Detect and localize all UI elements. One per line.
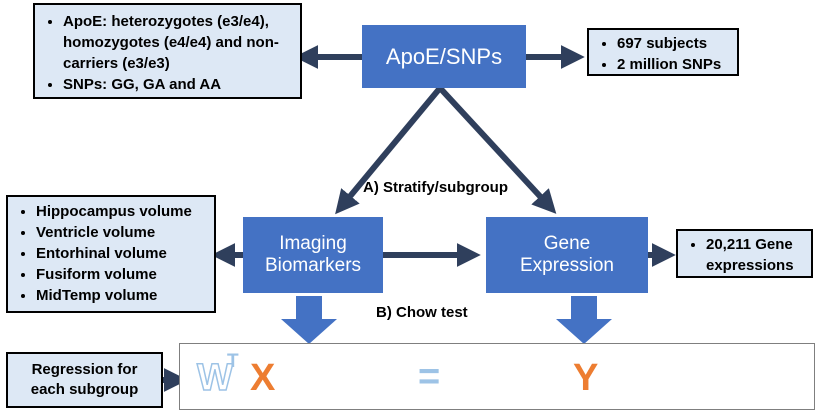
stratify-label: A) Stratify/subgroup [363, 179, 508, 196]
gene-info-box: 20,211 Gene expressions [676, 229, 813, 278]
equation-transpose: T [227, 351, 239, 372]
biomarker-item: Entorhinal volume [36, 243, 206, 264]
equation-box [179, 343, 815, 410]
subjects-item: 697 subjects [617, 33, 729, 54]
equation-y: Y [573, 357, 599, 399]
gene-count-item: 20,211 Gene expressions [706, 234, 807, 276]
apoe-snps-node: ApoE/SNPs [362, 25, 526, 88]
equation-x: X [250, 357, 276, 399]
gene-line2: Expression [520, 255, 614, 276]
regression-line1: Regression for [31, 361, 138, 378]
biomarker-item: Hippocampus volume [36, 201, 206, 222]
down-arrow-imaging [281, 296, 337, 344]
biomarker-item: MidTemp volume [36, 285, 206, 306]
down-arrow-gene [556, 296, 612, 344]
imaging-line1: Imaging [279, 233, 347, 254]
regression-line2: each subgroup [30, 381, 139, 398]
equation-equals: = [418, 356, 441, 398]
imaging-biomarkers-node: Imaging Biomarkers [243, 217, 383, 293]
arrow-to-imaging [335, 86, 443, 215]
apoe-info-box: ApoE: heterozygotes (e3/e4), homozygotes… [33, 3, 302, 99]
gene-expression-node: Gene Expression [486, 217, 648, 293]
apoe-snps-label: ApoE/SNPs [385, 43, 503, 69]
apoe-item: ApoE: heterozygotes (e3/e4), homozygotes… [63, 11, 292, 74]
imaging-line2: Biomarkers [264, 255, 362, 276]
biomarker-info-box: Hippocampus volume Ventricle volume Ento… [6, 195, 216, 313]
chow-test-label: B) Chow test [376, 304, 468, 321]
biomarker-item: Ventricle volume [36, 222, 206, 243]
snp-item: SNPs: GG, GA and AA [63, 74, 292, 95]
arrow-to-gene [437, 85, 557, 214]
biomarker-item: Fusiform volume [36, 264, 206, 285]
subjects-info-box: 697 subjects 2 million SNPs [587, 28, 739, 76]
gene-line1: Gene [543, 233, 591, 254]
equation-w: W [196, 357, 233, 399]
regression-box: Regression for each subgroup [6, 352, 163, 408]
snps-count-item: 2 million SNPs [617, 54, 729, 75]
